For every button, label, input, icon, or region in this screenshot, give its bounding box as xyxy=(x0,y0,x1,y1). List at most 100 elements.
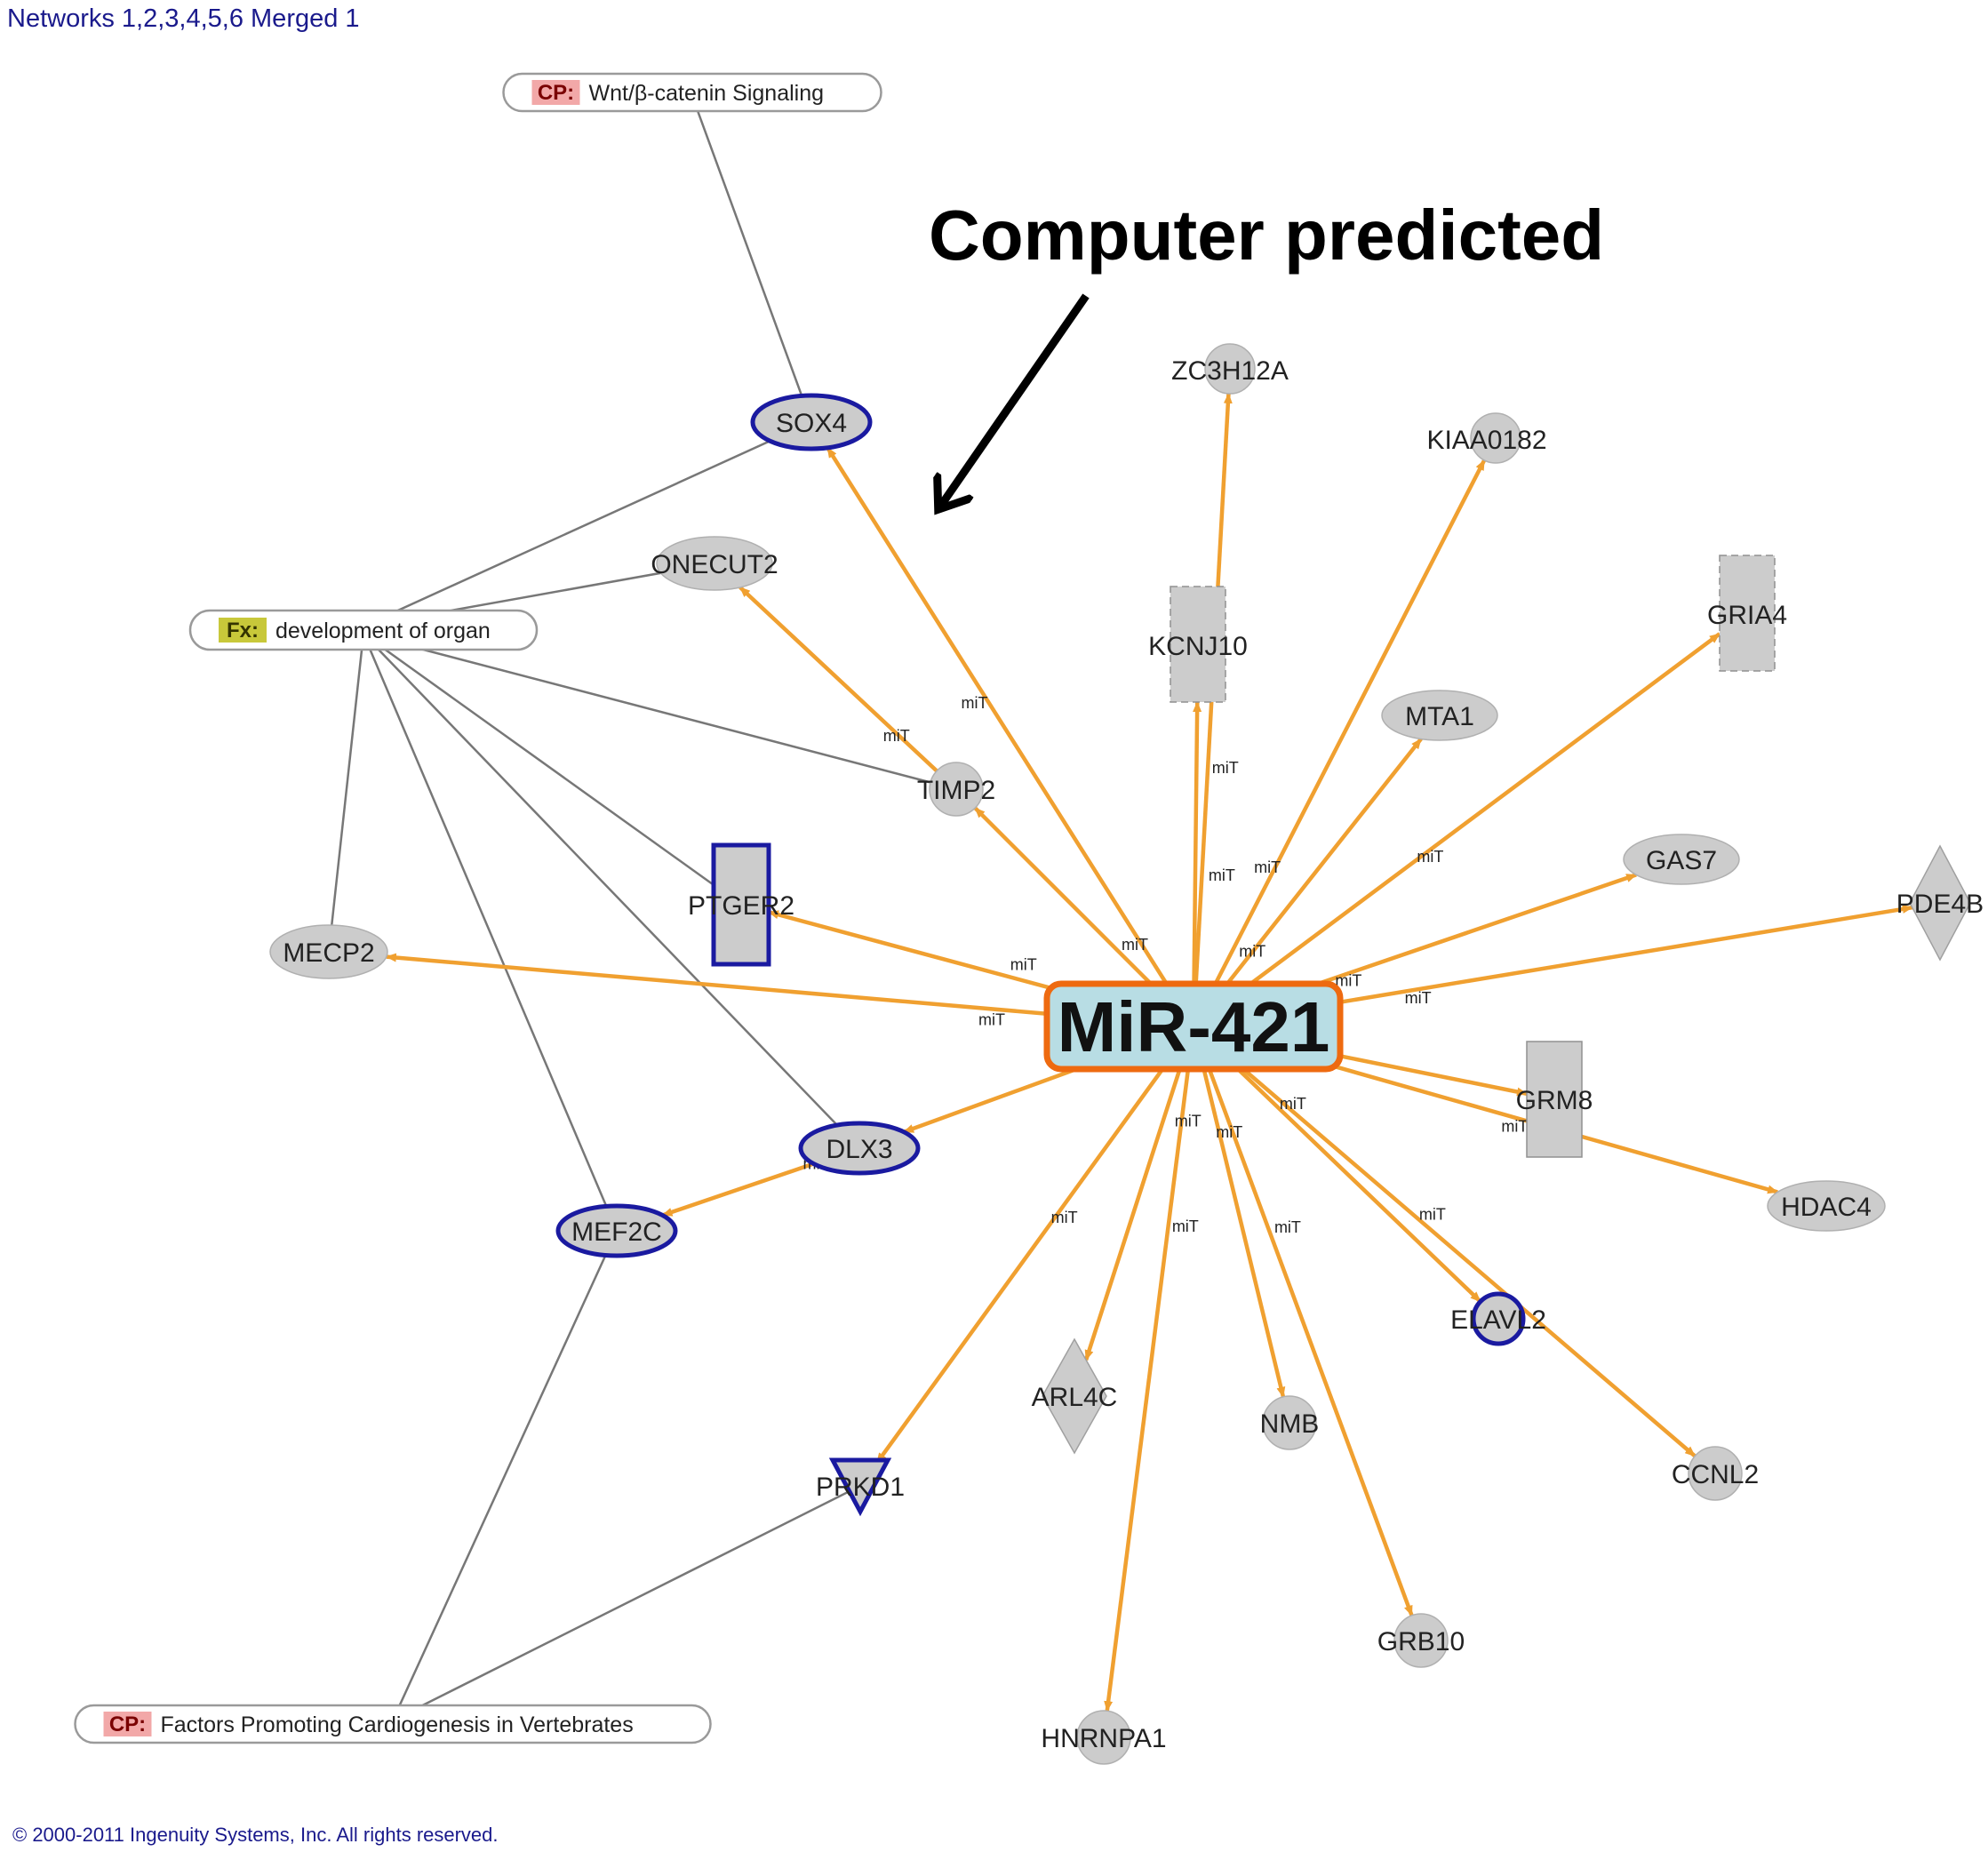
gene-label: GRIA4 xyxy=(1707,601,1787,630)
edge-label-hdac4: miT xyxy=(1501,1118,1528,1136)
hub-node-mir-421[interactable]: MiR-421 xyxy=(1043,980,1344,1073)
gene-label: ARL4C xyxy=(1032,1383,1118,1412)
gene-node-dlx3[interactable]: DLX3 xyxy=(798,1121,921,1176)
gene-label: PTGER2 xyxy=(688,891,794,921)
node-shape-circle xyxy=(1471,1291,1526,1346)
gene-node-mef2c[interactable]: MEF2C xyxy=(555,1203,678,1258)
function-node-dev[interactable]: Fx: development of organ xyxy=(188,609,539,651)
function-node-wnt[interactable]: CP: Wnt/β-catenin Signaling xyxy=(502,72,882,113)
gene-node-hnrnpa1[interactable]: HNRNPA1 xyxy=(1041,1710,1167,1765)
target-edge-mir421-zc3h12a xyxy=(1191,392,1233,1027)
node-shape-rect xyxy=(1170,586,1226,703)
edge-label-ccnl2: miT xyxy=(1419,1206,1446,1224)
gene-node-gria4[interactable]: GRIA4 xyxy=(1707,555,1787,672)
target-edge-mir421-grb10 xyxy=(1191,1026,1414,1617)
copyright-text: © 2000-2011 Ingenuity Systems, Inc. All … xyxy=(12,1824,499,1846)
gene-node-ccnl2[interactable]: CCNL2 xyxy=(1672,1446,1759,1501)
edge-label-mecp2: miT xyxy=(978,1010,1005,1028)
function-tag: Fx: xyxy=(227,619,259,643)
gene-label: HDAC4 xyxy=(1781,1193,1872,1222)
node-shape-triangle xyxy=(828,1457,892,1517)
gene-node-sox4[interactable]: SOX4 xyxy=(750,393,873,451)
target-edges-layer xyxy=(385,392,1913,1712)
target-edge-mir421-ccnl2 xyxy=(1192,1025,1697,1458)
node-shape-rect xyxy=(1526,1041,1583,1158)
gene-node-timp2[interactable]: TIMP2 xyxy=(917,762,995,817)
gene-label: MEF2C xyxy=(571,1217,662,1247)
gene-label: ZC3H12A xyxy=(1171,356,1289,386)
gene-node-prkd1[interactable]: PRKD1 xyxy=(816,1457,905,1517)
function-edge-dev-mef2c xyxy=(362,633,619,1232)
target-edge-mir421-hnrnpa1 xyxy=(1104,1026,1196,1712)
gene-label: GAS7 xyxy=(1646,846,1717,875)
gene-node-mecp2[interactable]: MECP2 xyxy=(269,924,388,979)
gene-node-grb10[interactable]: GRB10 xyxy=(1377,1613,1465,1668)
edge-label-onecut2: miT xyxy=(883,727,910,745)
edge-label-gas7: miT xyxy=(1335,971,1361,989)
node-shape-circle xyxy=(1393,1613,1449,1668)
node-shape-circle xyxy=(1470,412,1521,464)
edge-label-elavl2: miT xyxy=(1280,1095,1306,1113)
node-shape-diamond xyxy=(1042,1337,1107,1455)
gene-node-gas7[interactable]: GAS7 xyxy=(1623,834,1740,885)
node-shape-ellipse xyxy=(1381,690,1498,741)
edge-label-pde4b: miT xyxy=(1405,989,1432,1007)
function-node-cardio[interactable]: CP: Factors Promoting Cardiogenesis in Ve… xyxy=(74,1704,712,1744)
function-edge-cardio-mef2c xyxy=(391,1230,619,1721)
annotation-text: Computer predicted xyxy=(929,196,1604,275)
node-shape-circle xyxy=(929,762,984,817)
function-edge-dev-mecp2 xyxy=(327,634,365,953)
function-label: development of organ xyxy=(275,619,491,643)
edge-label-kiaa0182: miT xyxy=(1254,858,1281,876)
node-shape-ellipse xyxy=(656,536,773,591)
function-node-pill xyxy=(74,1704,712,1744)
gene-label: CCNL2 xyxy=(1672,1460,1759,1489)
gene-node-arl4c[interactable]: ARL4C xyxy=(1032,1337,1118,1455)
edge-label-mta1: miT xyxy=(1239,942,1265,960)
gene-node-nmb[interactable]: NMB xyxy=(1260,1395,1320,1450)
gene-label: DLX3 xyxy=(826,1135,892,1164)
gene-label: KCNJ10 xyxy=(1148,632,1248,661)
node-shape-ellipse xyxy=(555,1203,678,1258)
gene-node-onecut2[interactable]: ONECUT2 xyxy=(651,536,778,591)
function-tag: CP: xyxy=(538,81,574,105)
function-label: Wnt/β-catenin Signaling xyxy=(589,81,825,106)
gene-node-ptger2[interactable]: PTGER2 xyxy=(688,842,794,967)
function-label: Factors Promoting Cardiogenesis in Verte… xyxy=(161,1712,634,1737)
node-shape-ellipse xyxy=(750,393,873,451)
hub-label: MiR-421 xyxy=(1058,987,1330,1066)
function-node-pill xyxy=(502,72,882,113)
gene-node-kiaa0182[interactable]: KIAA0182 xyxy=(1426,412,1547,464)
function-edge-dev-timp2 xyxy=(363,633,957,791)
gene-label: ONECUT2 xyxy=(651,550,778,579)
edge-label-nmb: miT xyxy=(1216,1123,1242,1141)
gene-label: GRM8 xyxy=(1516,1086,1593,1115)
edge-labels-layer: miTmiTmiTmiTmiTmiTmiTmiTmiTmiTmiTmiTmiTm… xyxy=(803,694,1529,1236)
function-tag: CP: xyxy=(109,1712,146,1736)
edge-label-grb10: miT xyxy=(1274,1218,1301,1236)
gene-node-hdac4[interactable]: HDAC4 xyxy=(1767,1180,1886,1232)
target-edge-mir421-prkd1 xyxy=(874,1025,1195,1465)
edge-label-timp2: miT xyxy=(1122,936,1148,954)
hub-box xyxy=(1043,980,1344,1073)
node-shape-rect xyxy=(1719,555,1776,672)
gene-node-mta1[interactable]: MTA1 xyxy=(1381,690,1498,741)
gene-node-grm8[interactable]: GRM8 xyxy=(1516,1041,1593,1158)
function-edge-dev-ptger2 xyxy=(363,633,742,906)
function-edge-dev-dlx3 xyxy=(363,633,860,1149)
gene-node-pde4b[interactable]: PDE4B xyxy=(1896,844,1984,962)
target-edge-mir421-nmb xyxy=(1191,1026,1286,1398)
gene-node-elavl2[interactable]: ELAVL2 xyxy=(1450,1291,1546,1346)
target-edge-mir421-kcnj10 xyxy=(1191,701,1202,1027)
gene-label: PRKD1 xyxy=(816,1473,905,1502)
function-tag-box xyxy=(531,80,580,105)
gene-label: KIAA0182 xyxy=(1426,426,1546,455)
target-edge-mir421-kiaa0182 xyxy=(1191,459,1487,1028)
edge-label-arl4c: miT xyxy=(1175,1113,1202,1130)
target-edge-timp2-onecut2 xyxy=(739,586,938,773)
gene-node-zc3h12a[interactable]: ZC3H12A xyxy=(1171,343,1289,395)
gene-node-kcnj10[interactable]: KCNJ10 xyxy=(1148,586,1248,703)
